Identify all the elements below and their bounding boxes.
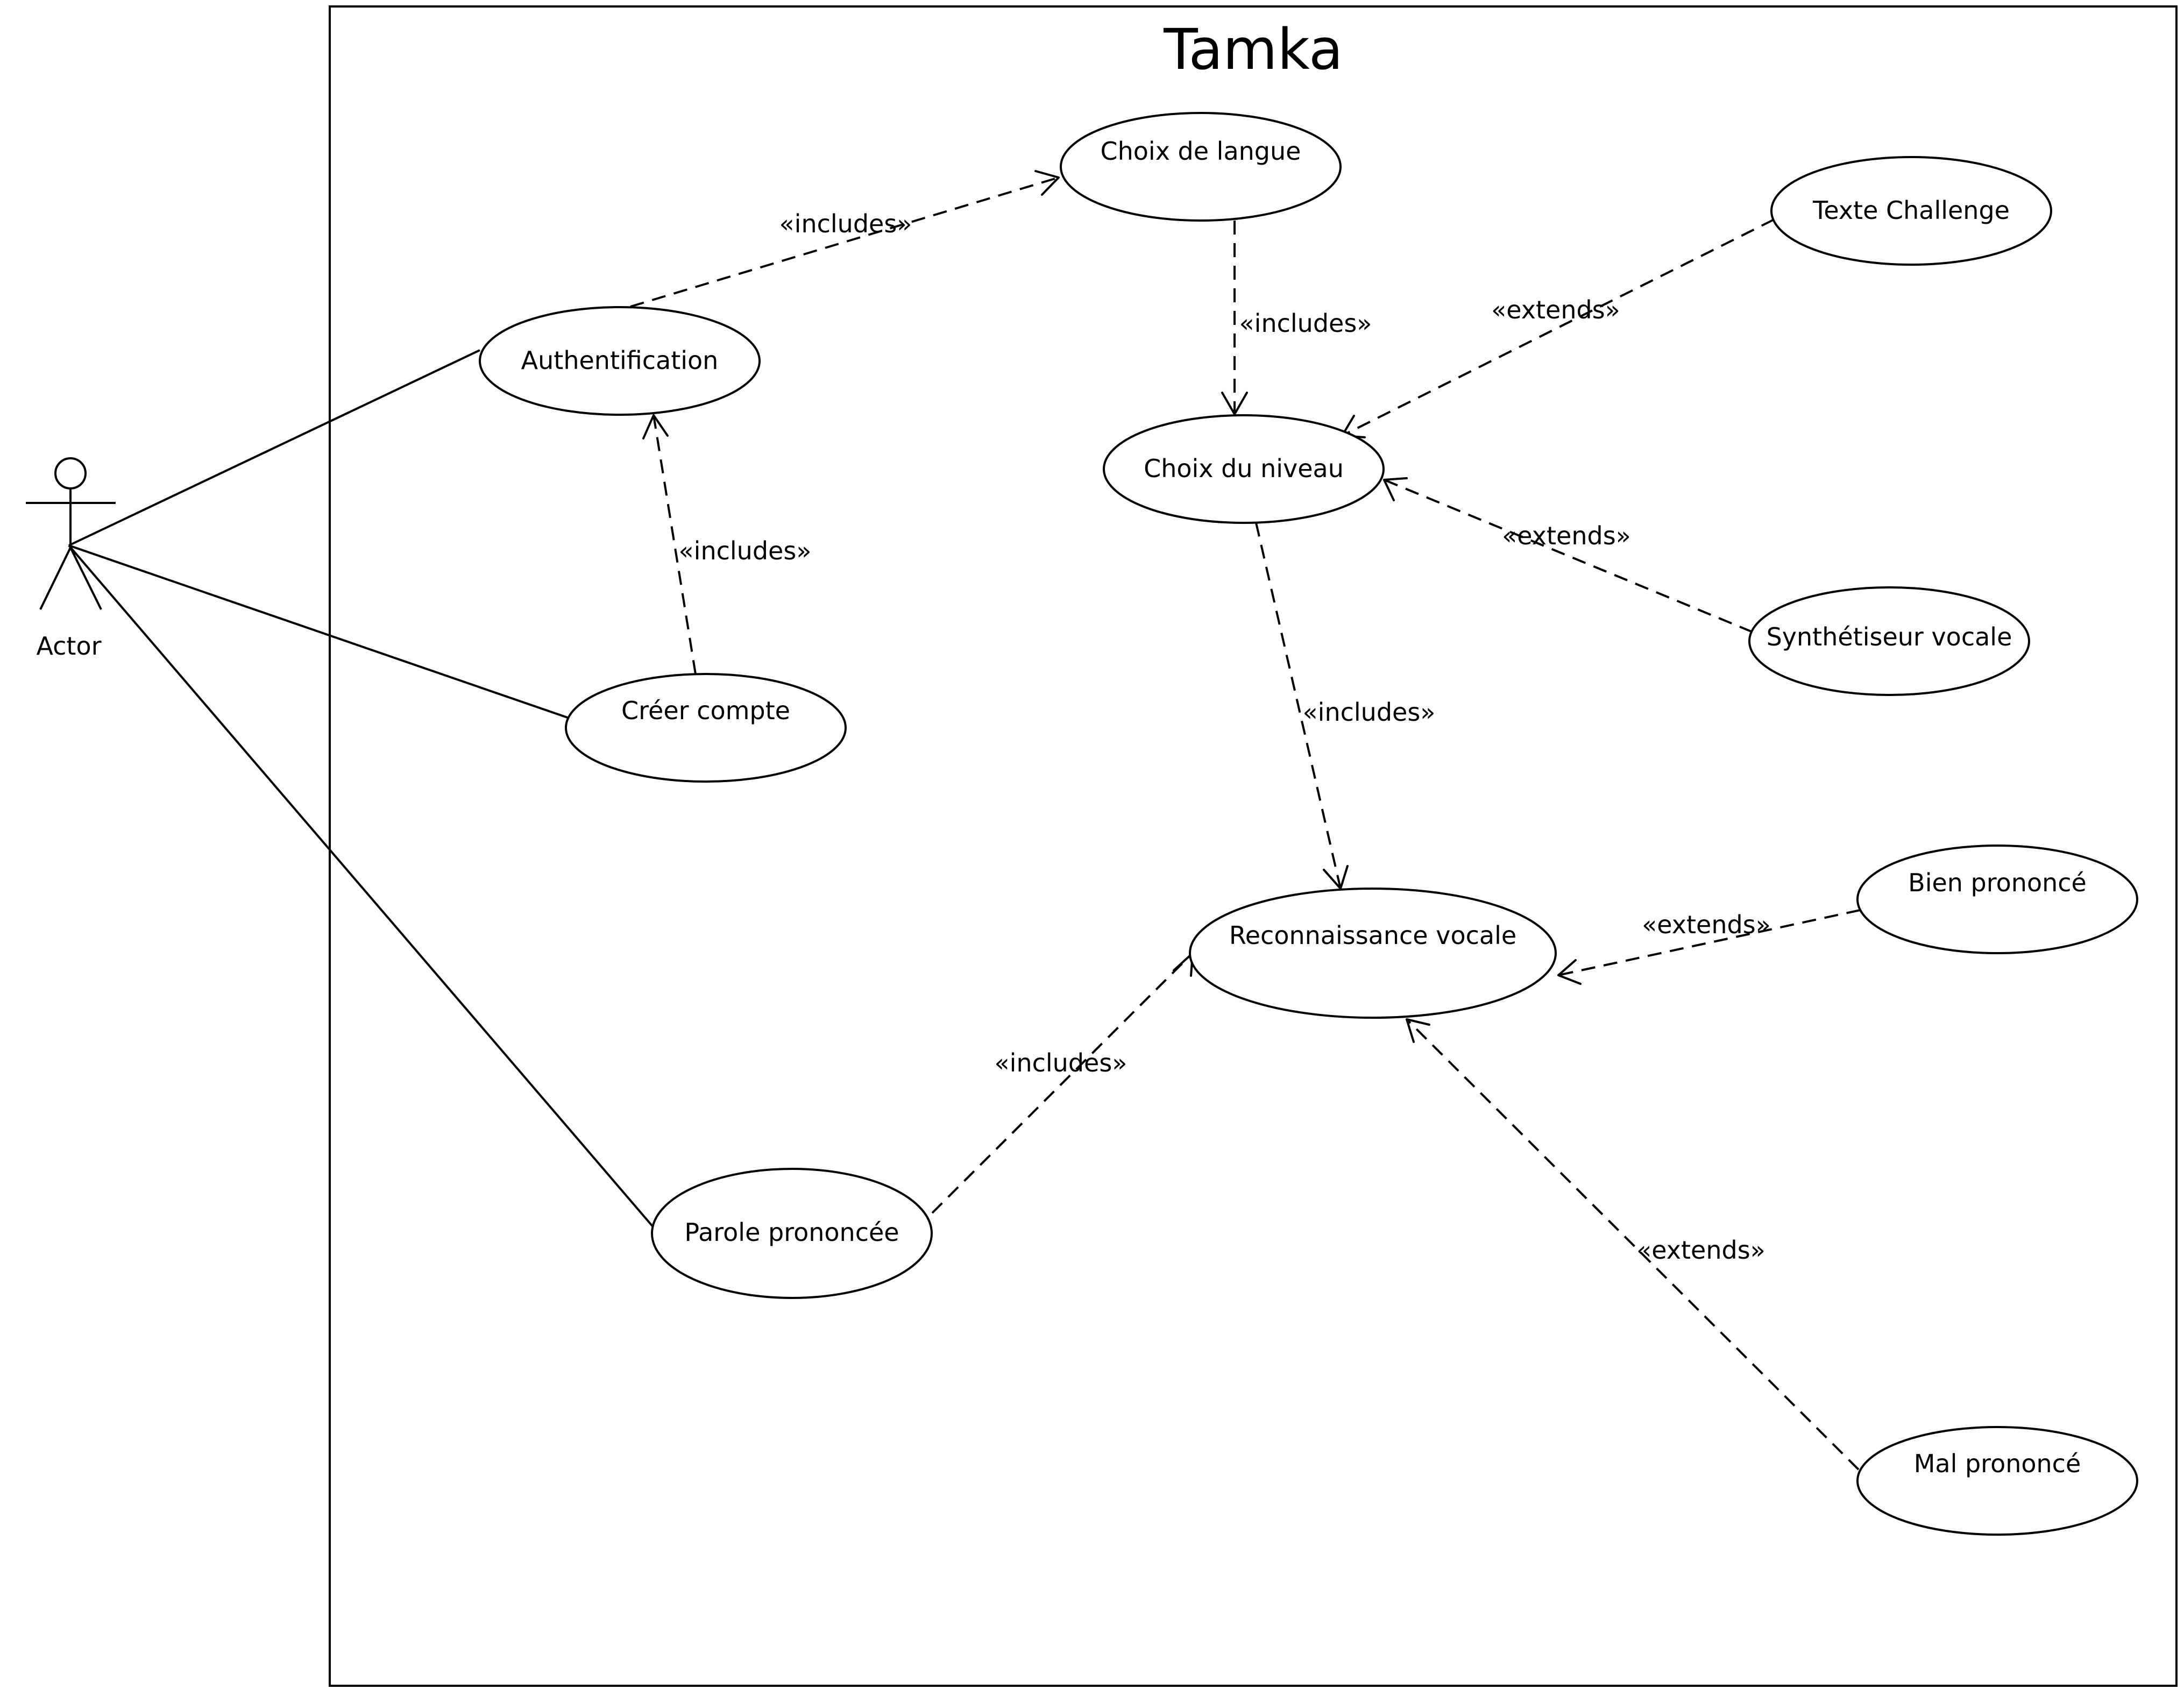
arrowhead-langue bbox=[1034, 170, 1060, 196]
rel-label-parole-recon: «includes» bbox=[995, 1048, 1128, 1077]
arrowhead-recon-from-mal bbox=[1406, 1018, 1430, 1043]
actor[interactable]: Actor bbox=[26, 457, 116, 661]
arrowhead-auth bbox=[642, 414, 669, 439]
rel-label-texte-niveau: «extends» bbox=[1491, 295, 1620, 324]
use-case-shape bbox=[1103, 414, 1385, 524]
use-case-bien-prononce[interactable]: Bien prononcé bbox=[1856, 845, 2138, 954]
actor-left-leg bbox=[39, 547, 72, 610]
dep-mal-recon bbox=[1406, 1018, 1860, 1471]
use-case-label: Bien prononcé bbox=[1908, 868, 2087, 897]
dep-bien-recon bbox=[1558, 909, 1861, 976]
dep-auth-langue bbox=[630, 176, 1059, 308]
system-boundary bbox=[329, 5, 2178, 1687]
use-case-shape bbox=[1060, 112, 1342, 222]
actor-head bbox=[54, 457, 87, 489]
assoc-actor-creer-compte bbox=[68, 544, 568, 719]
use-case-label: Reconnaissance vocale bbox=[1229, 921, 1516, 950]
use-case-mal-prononce[interactable]: Mal prononcé bbox=[1856, 1426, 2138, 1536]
use-case-label: Authentification bbox=[521, 346, 719, 375]
dep-parole-recon bbox=[931, 952, 1194, 1214]
use-case-shape bbox=[1856, 1426, 2138, 1536]
use-case-shape bbox=[1770, 156, 2052, 266]
rel-label-creer-auth: «includes» bbox=[679, 536, 812, 565]
dep-texte-niveau bbox=[1342, 218, 1775, 437]
use-case-label: Choix de langue bbox=[1101, 137, 1301, 166]
use-case-choix-du-niveau[interactable]: Choix du niveau bbox=[1103, 414, 1385, 524]
use-case-shape bbox=[651, 1168, 933, 1299]
use-case-choix-de-langue[interactable]: Choix de langue bbox=[1060, 112, 1342, 222]
rel-label-bien-recon: «extends» bbox=[1642, 910, 1771, 939]
use-case-shape bbox=[479, 306, 761, 416]
use-case-authentification[interactable]: Authentification bbox=[479, 306, 761, 416]
system-title: Tamka bbox=[1163, 17, 1343, 82]
use-case-shape bbox=[565, 673, 847, 783]
dep-niveau-recon bbox=[1255, 522, 1342, 889]
rel-label-langue-niveau: «includes» bbox=[1239, 309, 1372, 338]
rel-label-synth-niveau: «extends» bbox=[1502, 521, 1631, 550]
actor-right-leg bbox=[69, 547, 102, 610]
use-case-texte-challenge[interactable]: Texte Challenge bbox=[1770, 156, 2052, 266]
use-case-synthetiseur-vocale[interactable]: Synthétiseur vocale bbox=[1748, 586, 2030, 696]
use-case-label: Parole prononcée bbox=[684, 1218, 899, 1247]
arrowhead-niveau-from-langue bbox=[1221, 392, 1248, 415]
rel-label-auth-langue: «includes» bbox=[779, 209, 912, 238]
use-case-label: Mal prononcé bbox=[1914, 1449, 2081, 1478]
use-case-label: Créer compte bbox=[621, 696, 790, 725]
use-case-creer-compte[interactable]: Créer compte bbox=[565, 673, 847, 783]
use-case-shape bbox=[1856, 845, 2138, 954]
use-case-reconnaissance-vocale[interactable]: Reconnaissance vocale bbox=[1189, 888, 1557, 1019]
use-case-label: Texte Challenge bbox=[1812, 196, 2010, 225]
rel-label-mal-recon: «extends» bbox=[1636, 1236, 1765, 1265]
arrowhead-recon-from-bien bbox=[1557, 959, 1582, 985]
use-case-shape bbox=[1748, 586, 2030, 696]
assoc-actor-parole bbox=[68, 544, 655, 1229]
use-case-label: Synthétiseur vocale bbox=[1767, 622, 2012, 651]
assoc-actor-authentification bbox=[68, 349, 480, 547]
use-case-shape bbox=[1189, 888, 1557, 1019]
actor-label: Actor bbox=[36, 631, 101, 661]
use-case-label: Choix du niveau bbox=[1144, 454, 1344, 483]
use-case-parole-prononcee[interactable]: Parole prononcée bbox=[651, 1168, 933, 1299]
arrowhead-niveau-from-synth bbox=[1383, 477, 1408, 501]
rel-label-niveau-recon: «includes» bbox=[1303, 698, 1436, 727]
